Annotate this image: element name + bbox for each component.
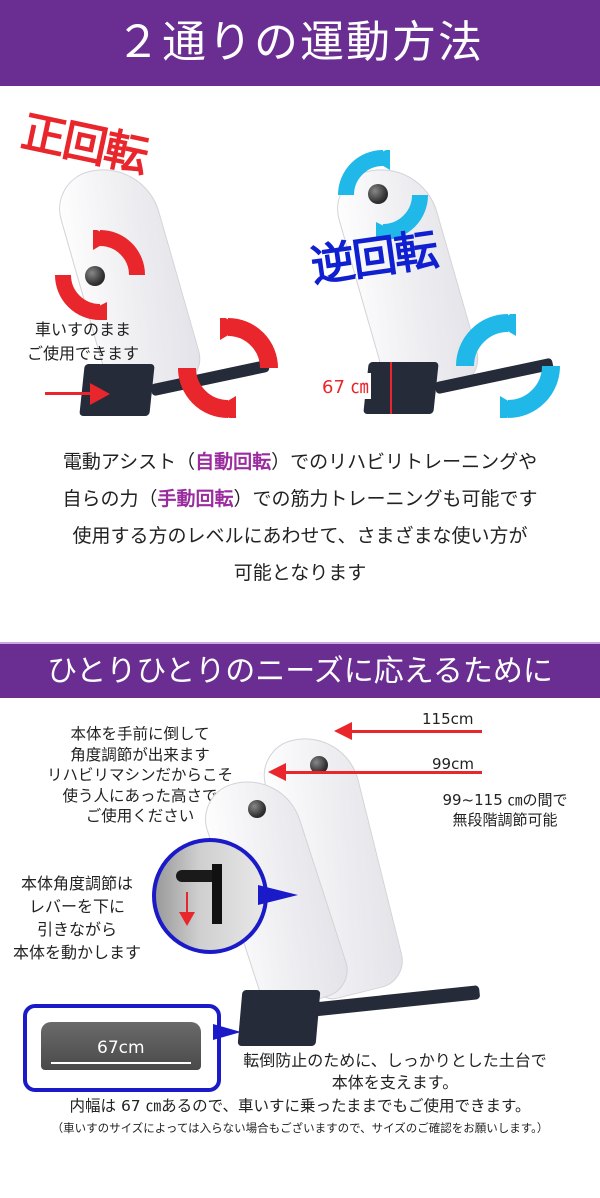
lever-down-arrow-icon bbox=[186, 892, 188, 914]
forward-rotation-illustration: 正回転 車いすのまま ご使用できます bbox=[0, 90, 300, 430]
height-min-label: 99cm bbox=[432, 755, 474, 773]
section1-description: 電動アシスト（自動回転）でのリハビリトレーニングや 自らの力（手動回転）での筋力… bbox=[0, 444, 600, 592]
lever-handle bbox=[176, 870, 221, 882]
lever-down-arrowhead-icon bbox=[179, 912, 195, 926]
description-line2: 自らの力（手動回転）での筋力トレーニングも可能です bbox=[62, 488, 538, 510]
handle-knob bbox=[85, 266, 105, 286]
description-line4: 可能となります bbox=[233, 562, 367, 584]
height-label: 67 ㎝ bbox=[320, 373, 371, 399]
reverse-rotation-arrows-bottom-icon bbox=[456, 314, 560, 418]
reverse-rotation-illustration: 逆回転 67 ㎝ bbox=[300, 90, 600, 430]
lever-slot bbox=[212, 864, 222, 924]
base-width-inset: 67cm bbox=[23, 1004, 221, 1092]
auto-rotation-highlight: 自動回転 bbox=[195, 451, 272, 473]
height-max-line bbox=[350, 730, 482, 733]
base-plate bbox=[237, 990, 321, 1046]
forward-rotation-arrows-icon bbox=[55, 230, 145, 320]
tilt-note: 本体を手前に倒して 角度調節が出来ます リハビリマシンだからこそ 使う人にあった… bbox=[46, 725, 233, 825]
handle-knob bbox=[368, 184, 388, 204]
lever-callout-pointer bbox=[258, 885, 298, 905]
base-callout-pointer bbox=[213, 1024, 241, 1040]
section1-title-banner: ２通りの運動方法 bbox=[0, 0, 600, 86]
handle-knob-raised bbox=[310, 756, 328, 774]
base-plate bbox=[363, 362, 439, 414]
disclaimer: （車いすのサイズによっては入らない場合もございますので、サイズのご確認をお願いし… bbox=[51, 1121, 549, 1135]
lever-note: 本体角度調節は レバーを下に 引きながら 本体を動かします bbox=[12, 874, 141, 962]
height-min-arrow-icon bbox=[268, 763, 286, 781]
height-min-line bbox=[284, 771, 482, 774]
wheelchair-note: 車いすのまま ご使用できます bbox=[26, 320, 139, 363]
description-line1: 電動アシスト（自動回転）でのリハビリトレーニングや bbox=[62, 451, 538, 473]
lever-detail-inset bbox=[152, 838, 268, 954]
handle-knob-lowered bbox=[248, 800, 266, 818]
pointer-arrow-line bbox=[45, 392, 90, 395]
manual-rotation-highlight: 手動回転 bbox=[157, 488, 234, 510]
height-range-note: 99~115 ㎝の間で 無段階調節可能 bbox=[442, 791, 568, 829]
section1-title: ２通りの運動方法 bbox=[116, 17, 484, 68]
base-width-label: 67cm bbox=[97, 1038, 145, 1058]
section2-title: ひとりひとりのニーズに応えるために bbox=[47, 654, 553, 689]
base-width-arrow-icon bbox=[51, 1062, 191, 1064]
section2-title-banner: ひとりひとりのニーズに応えるために bbox=[0, 642, 600, 698]
height-max-label: 115cm bbox=[422, 710, 474, 728]
inner-width-note: 内幅は 67 ㎝あるので、車いすに乗ったままでもご使用できます。 bbox=[69, 1097, 531, 1115]
pointer-arrow-head-icon bbox=[90, 383, 110, 405]
reverse-rotation-arrows-icon bbox=[338, 150, 428, 240]
base-note: 転倒防止のために、しっかりとした土台で 本体を支えます。 bbox=[243, 1051, 547, 1092]
forward-rotation-arrows-bottom-icon bbox=[178, 318, 278, 418]
description-line3: 使用する方のレベルにあわせて、さまざまな使い方が bbox=[72, 525, 528, 547]
height-arrow-icon bbox=[390, 362, 392, 414]
height-max-arrow-icon bbox=[334, 722, 352, 740]
